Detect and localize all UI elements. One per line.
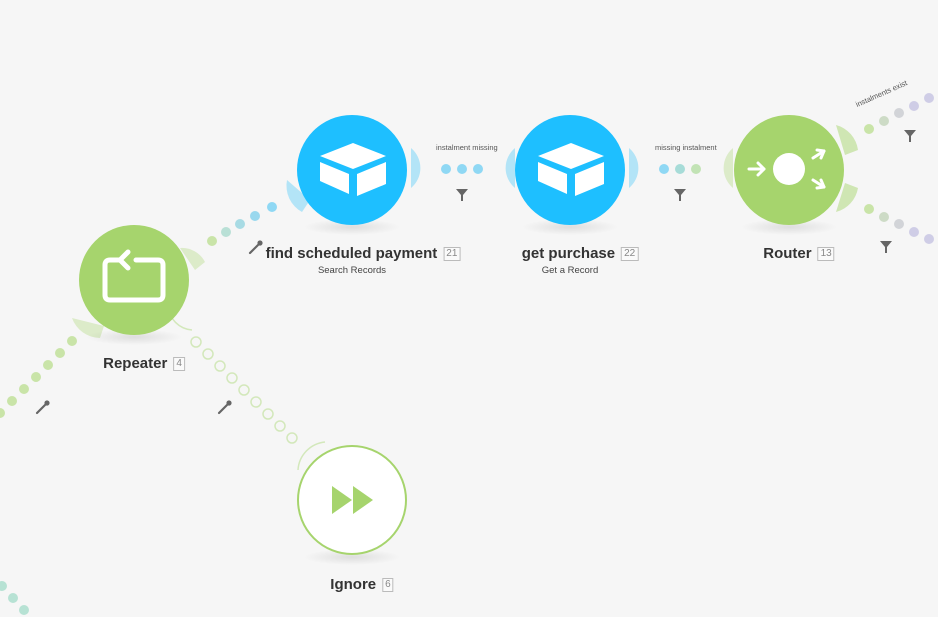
repeater-label[interactable]: Repeater 4: [103, 355, 185, 372]
module-title: get purchase: [521, 245, 616, 262]
fast-forward-icon: [332, 486, 373, 514]
module-id-badge: 6: [382, 577, 394, 592]
filter-icon[interactable]: [880, 241, 892, 253]
filter-icon[interactable]: [904, 130, 916, 142]
module-subtitle: Get a Record: [541, 265, 599, 276]
wrench-icon[interactable]: [35, 400, 50, 415]
route-router-branch-1[interactable]: [836, 93, 934, 155]
route-incoming-bottom-left[interactable]: [0, 581, 29, 615]
module-find-scheduled-payment[interactable]: [297, 115, 407, 235]
airtable-icon: [538, 143, 604, 196]
module-id-badge: 22: [621, 246, 639, 261]
module-title: Repeater: [103, 355, 168, 372]
route-repeater-to-ignore[interactable]: [167, 305, 326, 471]
module-ignore[interactable]: [297, 445, 407, 565]
get-purchase-label[interactable]: get purchase 22: [522, 245, 639, 262]
module-id-badge: 13: [817, 246, 835, 261]
airtable-icon: [320, 143, 386, 196]
wrench-icon[interactable]: [217, 400, 232, 415]
repeat-icon: [102, 249, 166, 303]
ignore-label[interactable]: Ignore 6: [330, 576, 394, 593]
route-find-to-get[interactable]: [411, 148, 515, 188]
repeater-circle: [79, 225, 189, 335]
module-id-badge: 4: [173, 356, 185, 371]
module-subtitle: Search Records: [317, 265, 387, 276]
route-repeater-to-find[interactable]: [180, 180, 310, 270]
wrench-icon[interactable]: [248, 240, 263, 255]
router-label[interactable]: Router 13: [763, 245, 835, 262]
module-get-purchase[interactable]: [515, 115, 625, 235]
module-title: Router: [763, 245, 812, 262]
module-repeater[interactable]: [79, 225, 189, 345]
route-router-branch-2[interactable]: [836, 183, 934, 244]
module-id-badge: 21: [443, 246, 461, 261]
route-label-instalment-missing[interactable]: instalment missing: [436, 143, 498, 152]
router-icon: [747, 148, 826, 190]
module-title: find scheduled payment: [265, 245, 438, 262]
filter-icon[interactable]: [674, 189, 686, 201]
module-router[interactable]: [734, 115, 844, 235]
find-scheduled-payment-label[interactable]: find scheduled payment 21: [266, 245, 461, 262]
route-get-to-router[interactable]: [629, 148, 733, 188]
filter-icon[interactable]: [456, 189, 468, 201]
route-incoming-repeater[interactable]: [0, 336, 77, 418]
route-label-missing-instalment[interactable]: missing instalment: [655, 143, 717, 152]
module-title: Ignore: [330, 576, 377, 593]
